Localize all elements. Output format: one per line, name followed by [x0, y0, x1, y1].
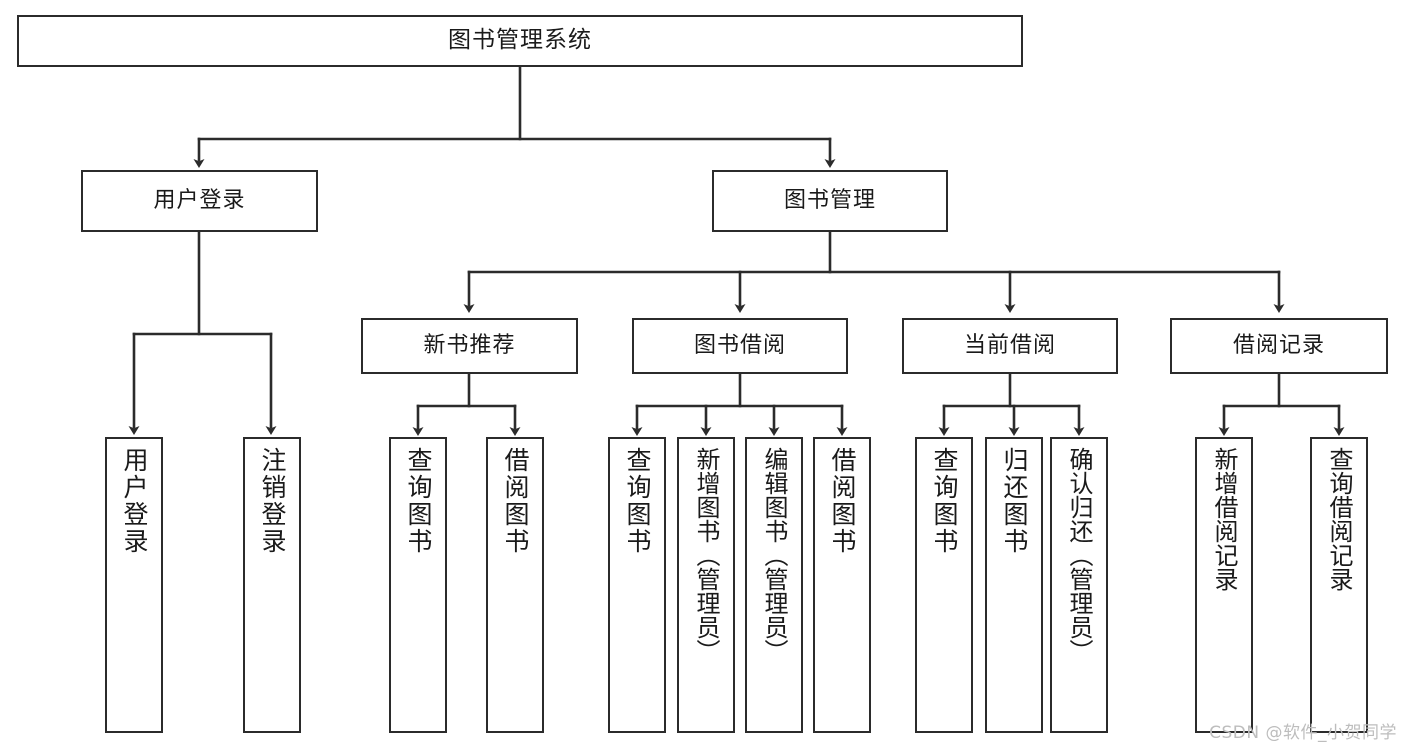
node-label: 新增图书（管理员） [692, 447, 720, 663]
node-root-book-management-system[interactable]: 图书管理系统 [17, 15, 1023, 67]
leaf-borrow-record-add[interactable]: 新增借阅记录 [1195, 437, 1253, 733]
node-label: 借阅记录 [1232, 333, 1325, 359]
node-borrowing-records[interactable]: 借阅记录 [1170, 318, 1388, 374]
node-book-borrowing[interactable]: 图书借阅 [632, 318, 848, 374]
leaf-book-borrow-add-admin[interactable]: 新增图书（管理员） [677, 437, 735, 733]
leaf-user-login-signout[interactable]: 注销登录 [243, 437, 301, 733]
node-label: 查询图书 [623, 447, 652, 555]
node-label: 确认归还（管理员） [1065, 447, 1093, 663]
node-label: 图书借阅 [693, 333, 786, 359]
node-label: 用户登录 [120, 447, 149, 555]
leaf-new-book-borrow[interactable]: 借阅图书 [486, 437, 544, 733]
node-label: 用户登录 [153, 188, 246, 214]
node-label: 查询借阅记录 [1325, 447, 1353, 591]
leaf-book-borrow-query[interactable]: 查询图书 [608, 437, 666, 733]
node-label: 图书管理 [783, 188, 876, 214]
node-label: 图书管理系统 [448, 27, 592, 54]
node-label: 新书推荐 [423, 333, 516, 359]
node-label: 借阅图书 [828, 447, 857, 555]
node-current-borrowing[interactable]: 当前借阅 [902, 318, 1118, 374]
node-label: 新增借阅记录 [1210, 447, 1238, 591]
node-label: 编辑图书（管理员） [760, 447, 788, 663]
node-label: 借阅图书 [501, 447, 530, 555]
leaf-current-borrow-confirm-admin[interactable]: 确认归还（管理员） [1050, 437, 1108, 733]
node-label: 注销登录 [258, 447, 287, 555]
leaf-book-borrow-edit-admin[interactable]: 编辑图书（管理员） [745, 437, 803, 733]
node-label: 查询图书 [404, 447, 433, 555]
leaf-borrow-record-query[interactable]: 查询借阅记录 [1310, 437, 1368, 733]
leaf-current-borrow-return[interactable]: 归还图书 [985, 437, 1043, 733]
leaf-user-login-signin[interactable]: 用户登录 [105, 437, 163, 733]
node-user-login[interactable]: 用户登录 [81, 170, 318, 232]
node-new-book-recommendation[interactable]: 新书推荐 [361, 318, 578, 374]
leaf-new-book-query[interactable]: 查询图书 [389, 437, 447, 733]
node-book-management[interactable]: 图书管理 [712, 170, 948, 232]
node-label: 查询图书 [930, 447, 959, 555]
csdn-watermark: CSDN @软件_小贺同学 [1209, 723, 1397, 743]
leaf-book-borrow-borrow[interactable]: 借阅图书 [813, 437, 871, 733]
leaf-current-borrow-query[interactable]: 查询图书 [915, 437, 973, 733]
node-label: 归还图书 [1000, 447, 1029, 555]
node-label: 当前借阅 [963, 333, 1056, 359]
